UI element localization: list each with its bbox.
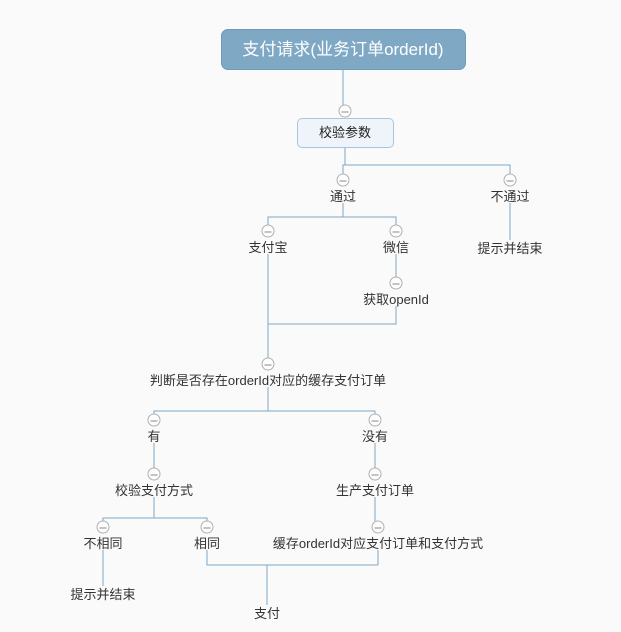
node-root-label: 支付请求(业务订单orderId)	[242, 39, 444, 59]
node-fail[interactable]: 不通过	[490, 189, 530, 204]
node-validate-params[interactable]: 校验参数	[296, 118, 394, 148]
node-mismatch-end[interactable]: 提示并结束	[70, 587, 136, 602]
toggle-check-cache[interactable]	[261, 357, 275, 371]
node-fail-end[interactable]: 提示并结束	[477, 241, 543, 256]
toggle-not-same[interactable]	[96, 520, 110, 534]
toggle-verify-pay-method[interactable]	[147, 467, 161, 481]
toggle-fail[interactable]	[503, 173, 517, 187]
node-cache-order[interactable]: 缓存orderId对应支付订单和支付方式	[272, 536, 484, 551]
node-root[interactable]: 支付请求(业务订单orderId)	[220, 28, 466, 70]
toggle-cache-order[interactable]	[371, 520, 385, 534]
node-create-order[interactable]: 生产支付订单	[335, 483, 415, 498]
toggle-pass[interactable]	[336, 173, 350, 187]
node-same[interactable]: 相同	[193, 536, 221, 551]
node-get-openid[interactable]: 获取openId	[363, 292, 429, 307]
toggle-alipay[interactable]	[261, 224, 275, 238]
node-not-same[interactable]: 不相同	[83, 536, 123, 551]
node-no-cache[interactable]: 没有	[361, 429, 389, 444]
node-check-cache[interactable]: 判断是否存在orderId对应的缓存支付订单	[149, 373, 387, 388]
node-pay[interactable]: 支付	[253, 606, 281, 621]
node-pass[interactable]: 通过	[329, 189, 357, 204]
edge-verify-split	[102, 497, 208, 521]
node-validate-params-label: 校验参数	[318, 125, 371, 140]
toggle-same[interactable]	[200, 520, 214, 534]
toggle-wechat[interactable]	[389, 224, 403, 238]
edge-merge-to-pay	[206, 550, 379, 605]
toggle-no-cache[interactable]	[368, 413, 382, 427]
toggle-create-order[interactable]	[368, 467, 382, 481]
edge-pass-down	[267, 203, 397, 225]
edge-validate-split	[342, 148, 511, 174]
toggle-has-cache[interactable]	[147, 413, 161, 427]
toggle-get-openid[interactable]	[389, 276, 403, 290]
node-wechat[interactable]: 微信	[382, 240, 410, 255]
edge-check-split	[153, 387, 376, 414]
node-has-cache[interactable]: 有	[147, 429, 161, 444]
node-alipay[interactable]: 支付宝	[248, 240, 288, 255]
edge-merge-to-check	[267, 254, 397, 358]
node-verify-pay-method[interactable]: 校验支付方式	[114, 483, 194, 498]
toggle-validate-params[interactable]	[338, 104, 352, 118]
